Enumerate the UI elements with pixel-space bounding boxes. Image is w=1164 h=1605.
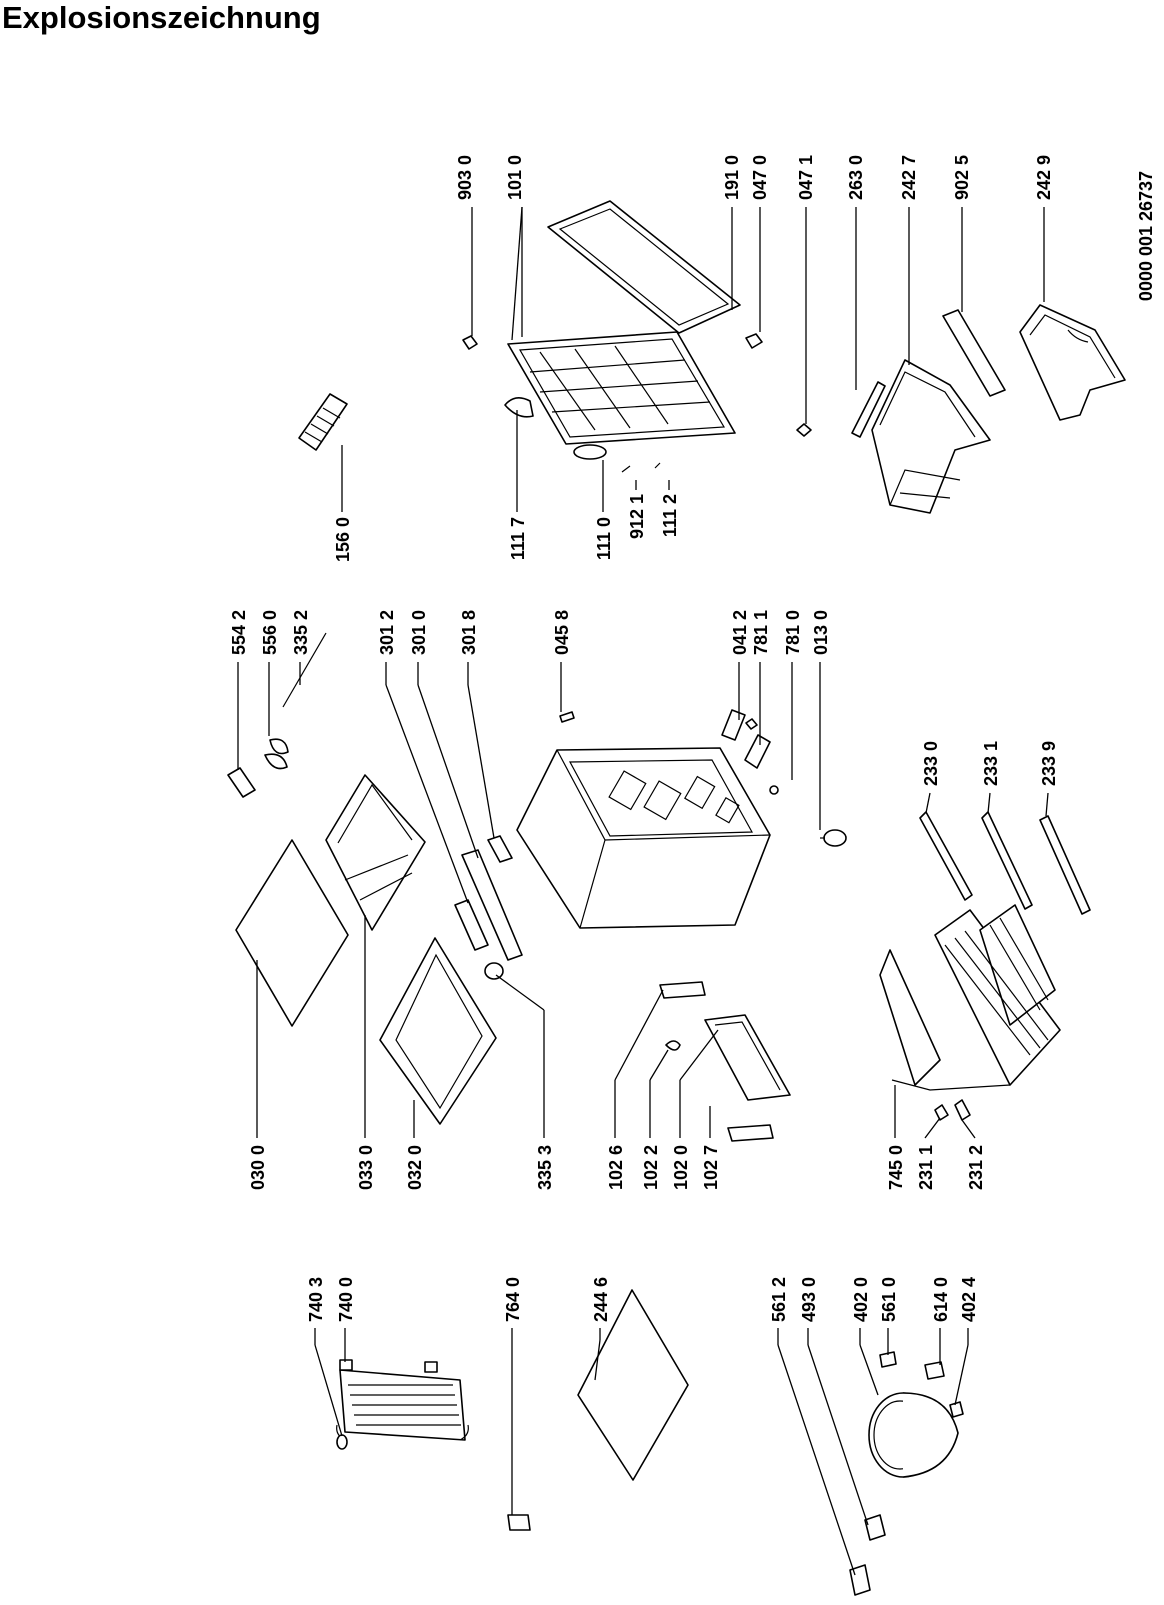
callout-5612: 561 2	[769, 1277, 789, 1322]
callout-3010: 301 0	[409, 610, 429, 655]
callout-4930: 493 0	[799, 1277, 819, 1322]
callout-1020: 102 0	[671, 1145, 691, 1190]
ice-tray	[298, 393, 348, 451]
leaders-evaporator	[314, 1328, 513, 1515]
callout-7811: 781 1	[751, 610, 771, 655]
door-bin	[659, 981, 791, 1142]
callout-0470: 047 0	[750, 155, 770, 200]
callout-1022: 102 2	[641, 1145, 661, 1190]
callout-2339: 233 9	[1039, 741, 1059, 786]
lid-frame	[379, 937, 497, 1125]
callout-3353: 335 3	[535, 1145, 555, 1190]
drawer-upper	[851, 309, 1006, 514]
drawer-lower	[1019, 304, 1126, 421]
top-tray	[325, 774, 426, 931]
callout-2331: 233 1	[981, 741, 1001, 786]
callout-0412: 041 2	[730, 610, 750, 655]
callout-1010: 101 0	[505, 155, 525, 200]
callout-3018: 301 8	[459, 610, 479, 655]
callout-7810: 781 0	[783, 610, 803, 655]
callout-7640: 764 0	[503, 1277, 523, 1322]
callout-3352: 335 2	[291, 610, 311, 655]
callout-1110: 111 0	[594, 517, 614, 560]
leaders-shelves	[894, 1085, 976, 1139]
hinge-part	[573, 444, 607, 460]
callout-2311: 231 1	[916, 1145, 936, 1190]
door-group	[462, 200, 812, 473]
callout-2312: 231 2	[966, 1145, 986, 1190]
callout-labels: 903 0 101 0 191 0 047 0 047 1 263 0 242 …	[229, 155, 1059, 1322]
lid-panels	[227, 632, 847, 1125]
leaders-bin	[614, 989, 719, 1138]
page-title: Explosionszeichnung	[2, 0, 321, 35]
wire-shelves	[879, 904, 1061, 1121]
callout-2446: 244 6	[591, 1277, 611, 1322]
drawer-strip	[851, 381, 886, 438]
callout-0320: 032 0	[405, 1145, 425, 1190]
back-panel	[577, 1289, 689, 1481]
compressor	[849, 1351, 964, 1596]
callout-7403: 740 3	[306, 1277, 326, 1322]
callout-4024: 402 4	[959, 1277, 979, 1322]
drawer-rail	[942, 309, 1006, 397]
callout-1027: 102 7	[701, 1145, 721, 1190]
callout-1560: 156 0	[333, 517, 353, 562]
callout-1112: 111 2	[660, 494, 680, 537]
evaporator	[336, 1359, 531, 1531]
callout-9121: 912 1	[627, 494, 647, 539]
callout-9025: 902 5	[952, 155, 972, 200]
callout-0330: 033 0	[356, 1145, 376, 1190]
callout-0300: 030 0	[248, 1145, 268, 1190]
callout-1117: 111 7	[508, 517, 528, 560]
leaders-top-right	[341, 206, 1045, 512]
leaders-rails	[925, 792, 1049, 817]
shelf-rails	[919, 811, 1091, 915]
door-handle	[504, 397, 534, 418]
callout-1910: 191 0	[722, 155, 742, 200]
cabinet	[516, 747, 771, 929]
cover-plate	[235, 839, 349, 1027]
leaders-compressor	[777, 1328, 969, 1576]
callout-5542: 554 2	[229, 610, 249, 655]
callout-3012: 301 2	[377, 610, 397, 655]
callout-5610: 561 0	[879, 1277, 899, 1322]
callout-7450: 745 0	[886, 1145, 906, 1190]
callout-2330: 233 0	[921, 741, 941, 786]
callout-9030: 903 0	[455, 155, 475, 200]
callout-4020: 402 0	[851, 1277, 871, 1322]
door-seal	[547, 200, 741, 334]
callout-2429: 242 9	[1034, 155, 1054, 200]
callout-5560: 556 0	[260, 610, 280, 655]
document-number: 0000 001 26737	[1136, 171, 1156, 301]
leaders-middle	[237, 662, 821, 1138]
callout-7400: 740 0	[336, 1277, 356, 1322]
callout-1026: 102 6	[606, 1145, 626, 1190]
callout-0130: 013 0	[811, 610, 831, 655]
callout-2427: 242 7	[899, 155, 919, 200]
callout-0458: 045 8	[552, 610, 572, 655]
callout-6140: 614 0	[931, 1277, 951, 1322]
callout-0471: 047 1	[796, 155, 816, 200]
callout-2630: 263 0	[846, 155, 866, 200]
